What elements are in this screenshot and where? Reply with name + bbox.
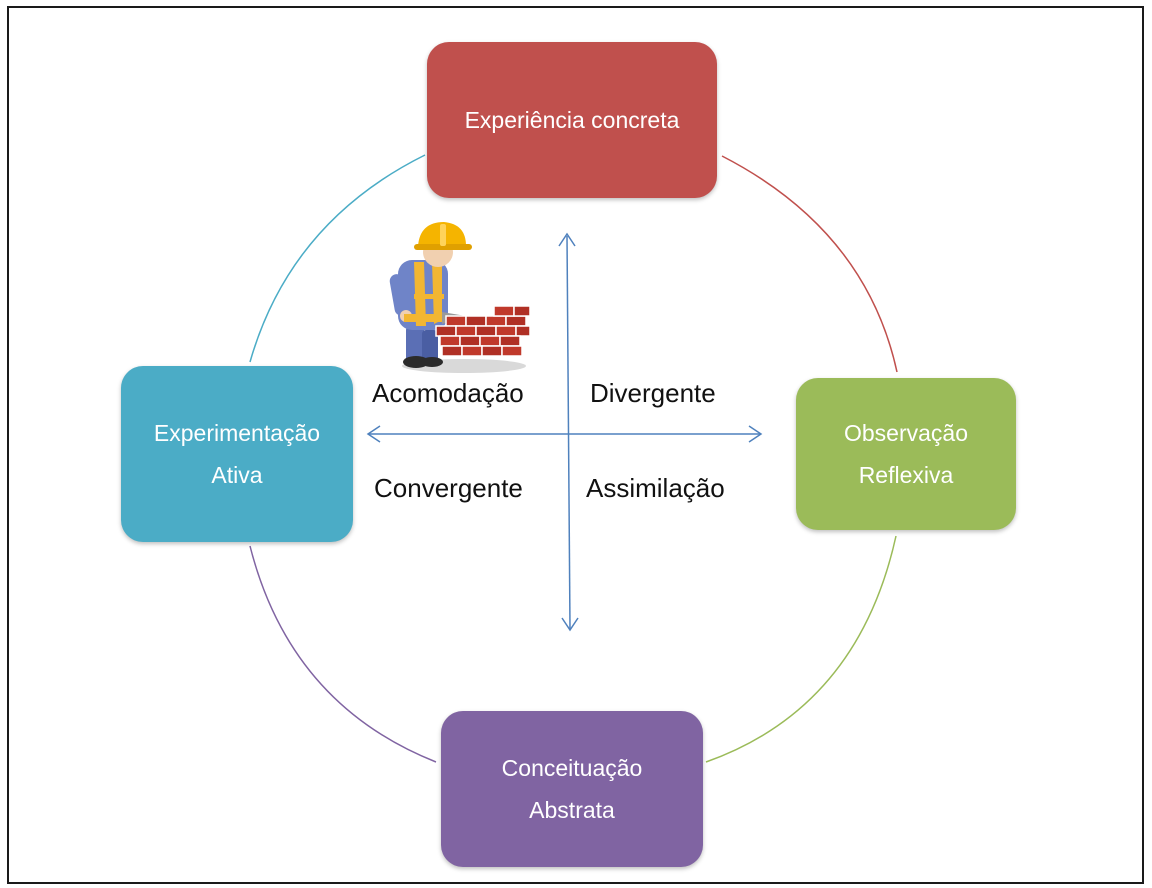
quadrant-label-convergente: Convergente xyxy=(374,473,523,503)
box-bottom-line-1: Conceituação xyxy=(501,755,643,781)
box-left-line-1: Experimentação xyxy=(153,420,321,446)
box-conceituacao-abstrata: Conceituação Abstrata xyxy=(441,711,703,867)
arrowhead-right xyxy=(748,425,763,443)
arc-top-right xyxy=(721,155,898,373)
box-right-line-1: Observação xyxy=(843,420,968,446)
box-top-line-1: Experiência concreta xyxy=(464,107,680,133)
box-experiencia-concreta: Experiência concreta xyxy=(427,42,717,198)
quadrant-label-acomodacao: Acomodação xyxy=(372,378,524,408)
arc-bottom-left xyxy=(249,545,437,763)
quadrant-label-assimilacao: Assimilação xyxy=(586,473,725,503)
vertical-axis-arrow xyxy=(566,235,571,630)
arc-right-bottom xyxy=(705,535,897,763)
arrowhead-left xyxy=(366,425,381,443)
box-left-line-2: Ativa xyxy=(211,462,263,488)
construction-worker-icon xyxy=(389,222,531,373)
arc-left-top xyxy=(249,154,426,363)
box-bottom-line-2: Abstrata xyxy=(529,797,615,823)
box-right-line-2: Reflexiva xyxy=(858,462,954,488)
box-experimentacao-ativa: Experimentação Ativa xyxy=(121,366,353,542)
box-observacao-reflexiva: Observação Reflexiva xyxy=(796,378,1016,530)
quadrant-label-divergente: Divergente xyxy=(590,378,716,408)
arrowhead-down xyxy=(561,617,579,632)
arrowhead-up xyxy=(558,232,576,247)
